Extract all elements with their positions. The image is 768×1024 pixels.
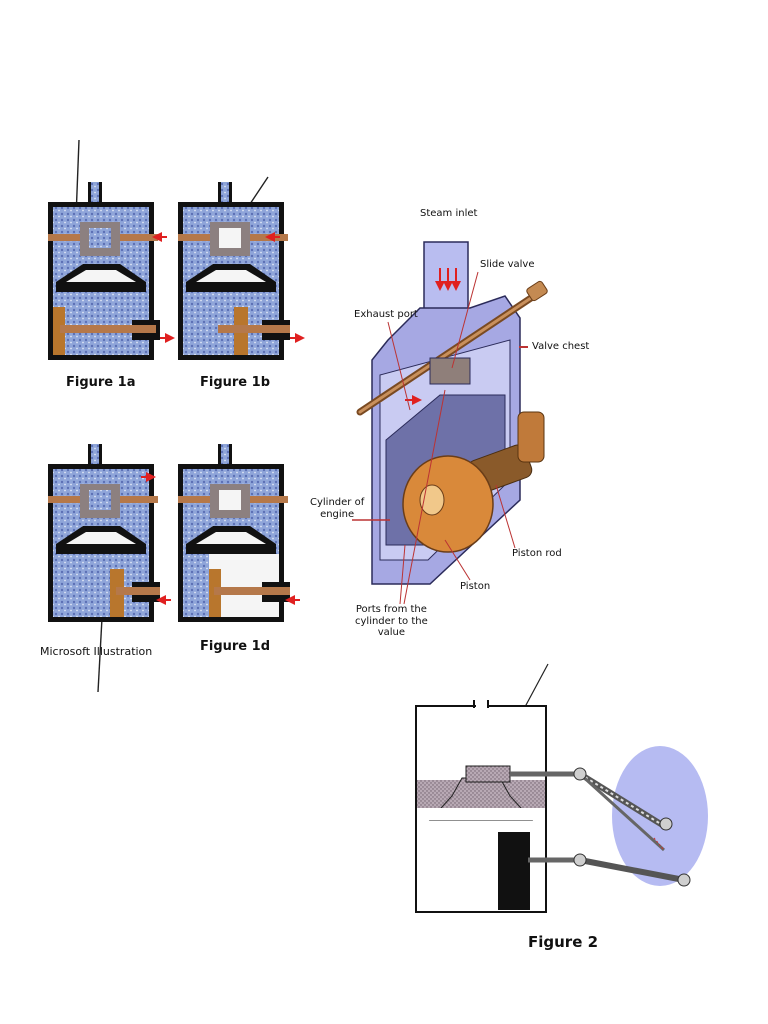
credit-microsoft: Microsoft Illustration bbox=[40, 645, 153, 658]
leader-port-b bbox=[403, 389, 446, 605]
pointer-line-1c bbox=[97, 617, 103, 693]
label-piston-rod: Piston rod bbox=[512, 548, 562, 559]
cutaway-engine bbox=[352, 241, 548, 605]
label-cylinder-line2: engine bbox=[320, 508, 355, 520]
caption-figure-1a: Figure 1a bbox=[66, 375, 136, 390]
leader-exhaust-port bbox=[387, 321, 411, 411]
label-ports: Ports from the cylinder to the value bbox=[355, 604, 428, 639]
figure-1a bbox=[48, 182, 175, 360]
caption-figure-1b: Figure 1b bbox=[200, 375, 271, 390]
label-ports-line3: value bbox=[377, 627, 406, 638]
leader-piston-rod bbox=[495, 484, 516, 549]
label-valve-chest: Valve chest bbox=[532, 341, 590, 352]
figure-1d bbox=[178, 444, 300, 622]
label-ports-line1: Ports from the bbox=[355, 604, 427, 615]
label-slide-valve: Slide valve bbox=[480, 259, 535, 270]
caption-figure-1d: Figure 1d bbox=[200, 639, 271, 654]
caption-figure-2: Figure 2 bbox=[528, 933, 599, 951]
label-piston: Piston bbox=[460, 581, 491, 592]
label-steam-inlet: Steam inlet bbox=[420, 208, 478, 219]
label-ports-line2: cylinder to the bbox=[355, 615, 428, 627]
label-exhaust-port: Exhaust port bbox=[354, 309, 418, 320]
label-cylinder-line1: Cylinder of bbox=[310, 497, 365, 508]
leader-slide-valve bbox=[451, 271, 479, 369]
figure-2 bbox=[415, 700, 708, 913]
label-cylinder: Cylinder of engine bbox=[310, 497, 364, 520]
leader-port-a bbox=[399, 544, 406, 605]
leader-piston bbox=[444, 539, 471, 581]
figure-1c bbox=[48, 444, 171, 622]
figure-1b bbox=[178, 182, 305, 360]
